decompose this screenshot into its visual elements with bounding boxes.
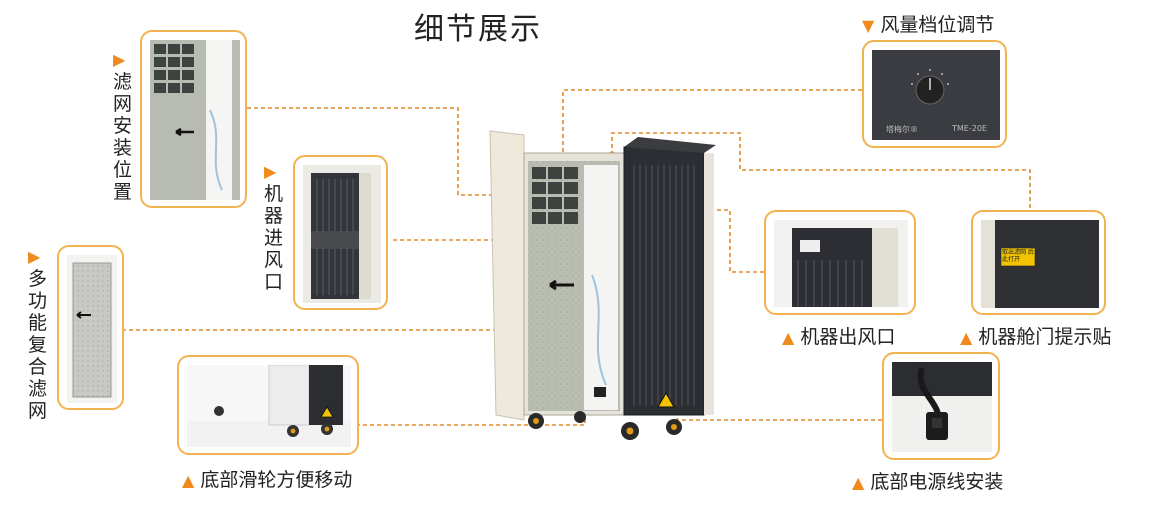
filter-position-label: ▶ 滤网安装位置	[113, 50, 133, 203]
speed-control-panel: 塔梅尔® TME-20E	[862, 40, 1007, 148]
power-cord-panel	[882, 352, 1000, 460]
marker-up-icon: ▲	[182, 471, 195, 490]
composite-filter-label: ▶ 多功能复合滤网	[28, 247, 48, 422]
marker-up-icon: ▲	[960, 328, 973, 347]
power-cord-image	[892, 362, 992, 452]
filter-position-image	[150, 40, 240, 200]
composite-filter-panel	[57, 245, 124, 410]
page-title: 细节展示	[414, 12, 542, 47]
wheels-image	[187, 365, 351, 447]
marker-down-icon: ▼	[862, 16, 875, 35]
knob-model: TME-20E	[952, 124, 987, 133]
door-sticker-panel: 取出滤网 后此打开	[971, 210, 1106, 315]
air-outlet-panel	[764, 210, 916, 315]
marker-right-icon: ▶	[264, 162, 277, 181]
air-outlet-image	[774, 220, 908, 307]
composite-filter-image	[67, 255, 117, 403]
speed-control-image	[872, 50, 1000, 140]
air-inlet-label: ▶ 机器进风口	[264, 162, 284, 293]
speed-control-label: ▼ 风量档位调节	[862, 14, 995, 36]
door-sticker-image	[981, 220, 1099, 308]
wheels-label: ▲ 底部滑轮方便移动	[182, 469, 353, 491]
knob-brand: 塔梅尔®	[886, 125, 918, 134]
sticker-text: 取出滤网 后此打开	[1002, 249, 1034, 263]
power-cord-label: ▲ 底部电源线安装	[852, 471, 1004, 493]
marker-right-icon: ▶	[28, 247, 41, 266]
marker-up-icon: ▲	[852, 473, 865, 492]
air-outlet-label: ▲ 机器出风口	[782, 326, 896, 348]
marker-up-icon: ▲	[782, 328, 795, 347]
air-inlet-image	[303, 165, 381, 303]
door-sticker-label: ▲ 机器舱门提示贴	[960, 326, 1112, 348]
air-inlet-panel	[293, 155, 388, 310]
connector-speed-control	[562, 89, 862, 158]
marker-right-icon: ▶	[113, 50, 126, 69]
wheels-panel	[177, 355, 359, 455]
air-purifier-machine	[489, 130, 716, 440]
connector-door-sticker	[611, 132, 1031, 222]
filter-position-panel	[140, 30, 247, 208]
